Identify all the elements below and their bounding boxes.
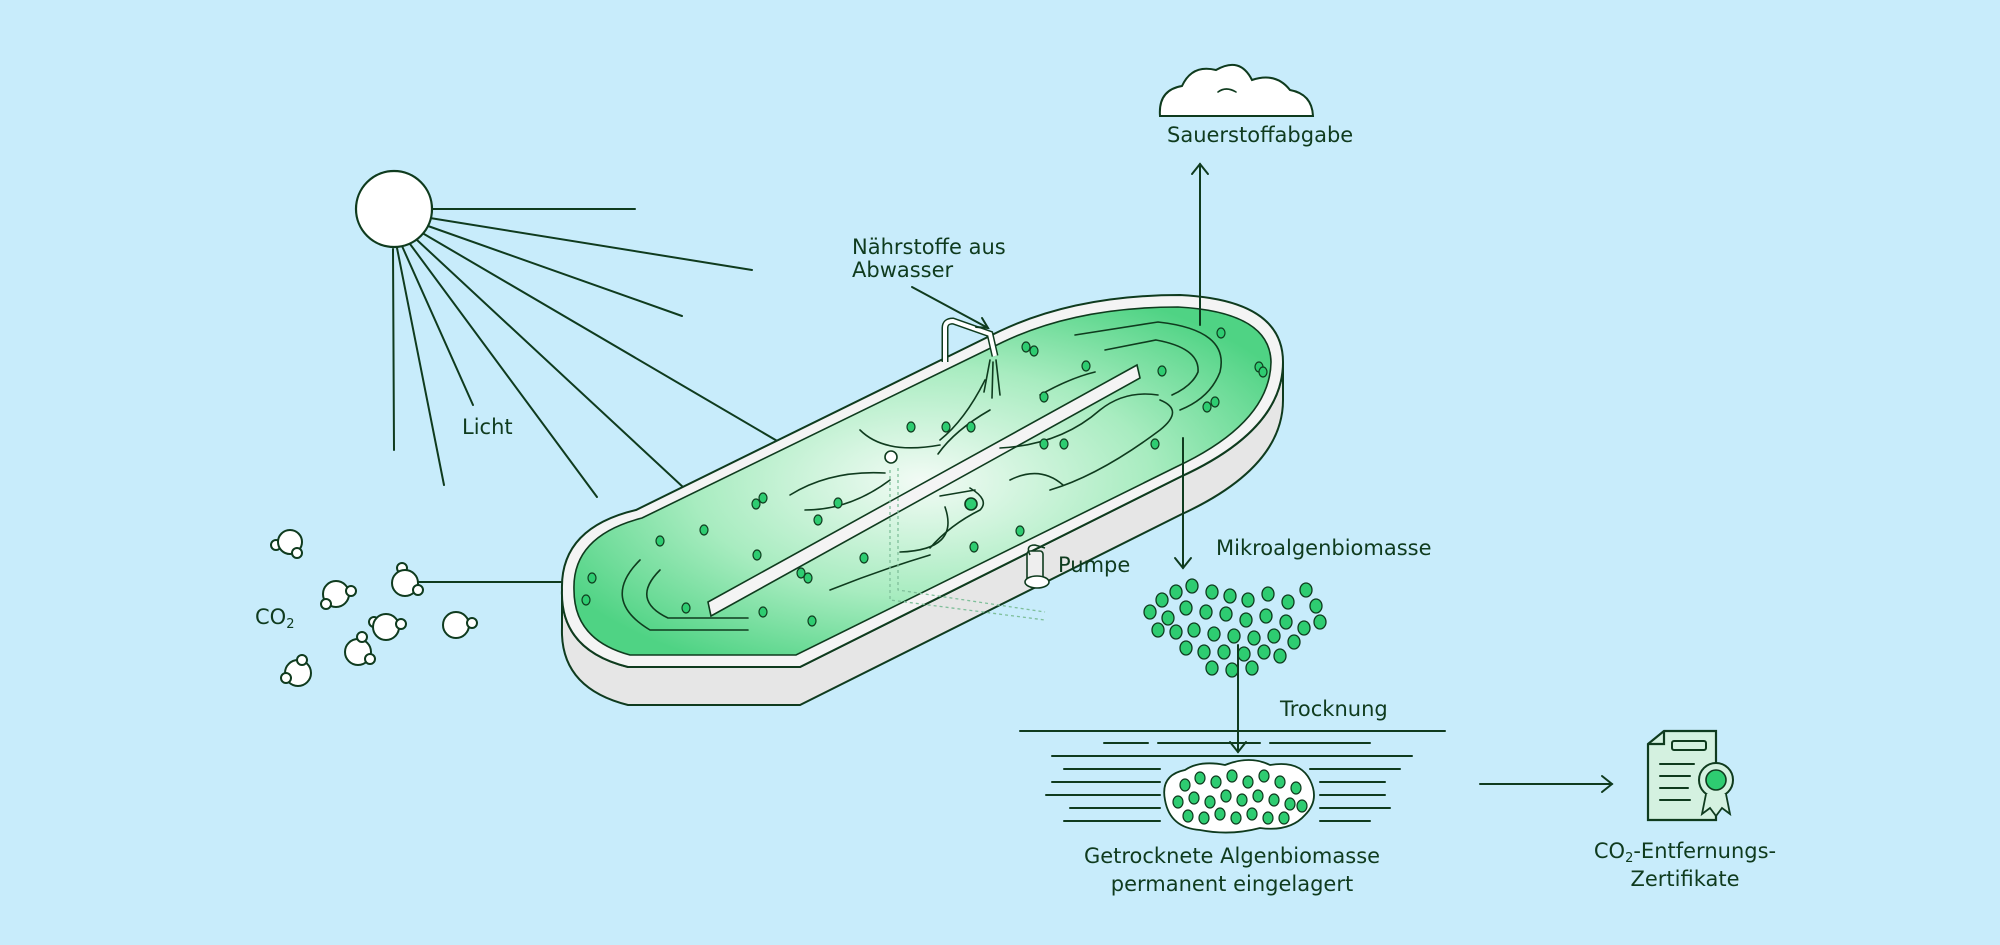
light-label: Licht — [462, 415, 513, 439]
co2-molecule-icon — [270, 529, 478, 687]
dried-biomass-icon — [1163, 759, 1315, 834]
certificate-label-co: CO — [1594, 839, 1625, 863]
pump-label: Pumpe — [1058, 553, 1130, 577]
nutrients-arrow — [911, 286, 990, 330]
stored-label-line2: permanent eingelagert — [1111, 872, 1353, 896]
certificate-label-line1: CO2-Entfernungs- — [1594, 839, 1776, 866]
oxygen-arrow — [1191, 162, 1209, 326]
cloud-icon — [1158, 63, 1315, 117]
certificate-label-line2: Zertifikate — [1630, 867, 1739, 891]
certificate-label-suffix: -Entfernungs- — [1633, 839, 1776, 863]
nutrient-inlet-pipe — [941, 317, 1001, 399]
oxygen-label: Sauerstoffabgabe — [1167, 123, 1353, 147]
biomass-label: Mikroalgenbiomasse — [1216, 536, 1432, 560]
drying-label: Trocknung — [1279, 697, 1388, 721]
drying-lines — [1019, 730, 1446, 822]
raceway-pond — [560, 293, 1285, 706]
nutrients-label-line1: Nährstoffe aus — [852, 235, 1006, 259]
drying-arrow — [1229, 644, 1247, 754]
co2-label: CO2 — [255, 605, 294, 632]
co2-label-subscript: 2 — [286, 617, 294, 632]
biomass-arrow — [1174, 437, 1192, 570]
certificate-arrow — [1479, 775, 1614, 793]
stored-label-line1: Getrocknete Algenbiomasse — [1084, 844, 1380, 868]
nutrients-label-line2: Abwasser — [852, 258, 954, 282]
certificate-icon — [1646, 729, 1734, 822]
pump-icon — [889, 468, 1050, 621]
sun-icon — [354, 169, 809, 528]
algae-cluster-icon — [1143, 578, 1327, 678]
certificate-label-subscript: 2 — [1625, 851, 1633, 866]
co2-label-main: CO — [255, 605, 286, 629]
